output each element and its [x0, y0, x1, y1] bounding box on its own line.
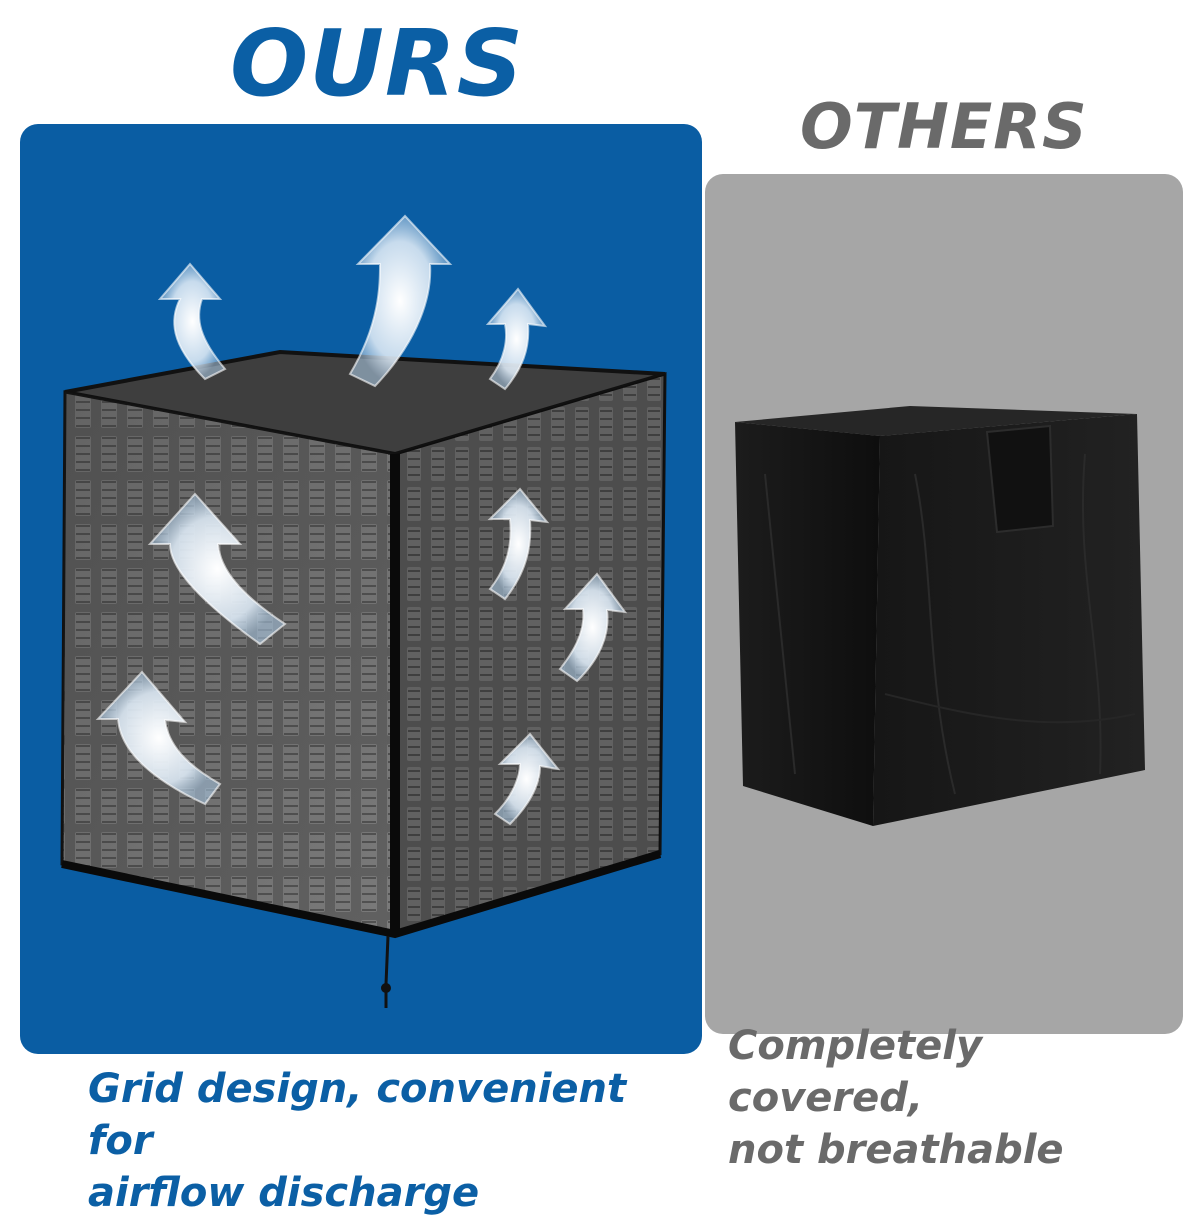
others-title: OTHERS [800, 90, 1088, 163]
ours-caption-line2: airflow discharge [88, 1170, 480, 1216]
solid-ac-cover-image [735, 406, 1145, 826]
ours-caption-line1: Grid design, convenient for [88, 1066, 627, 1164]
mesh-ac-cover-image [60, 214, 667, 1008]
others-caption-line1: Completely covered, [728, 1023, 983, 1121]
ours-caption: Grid design, convenient for airflow disc… [88, 1063, 688, 1219]
others-panel [705, 174, 1183, 1034]
ours-title: OURS [230, 10, 525, 117]
airflow-arrow-icon [95, 214, 628, 826]
others-caption: Completely covered, not breathable [728, 1020, 1188, 1176]
ours-panel [20, 124, 702, 1054]
others-caption-line2: not breathable [728, 1127, 1064, 1173]
